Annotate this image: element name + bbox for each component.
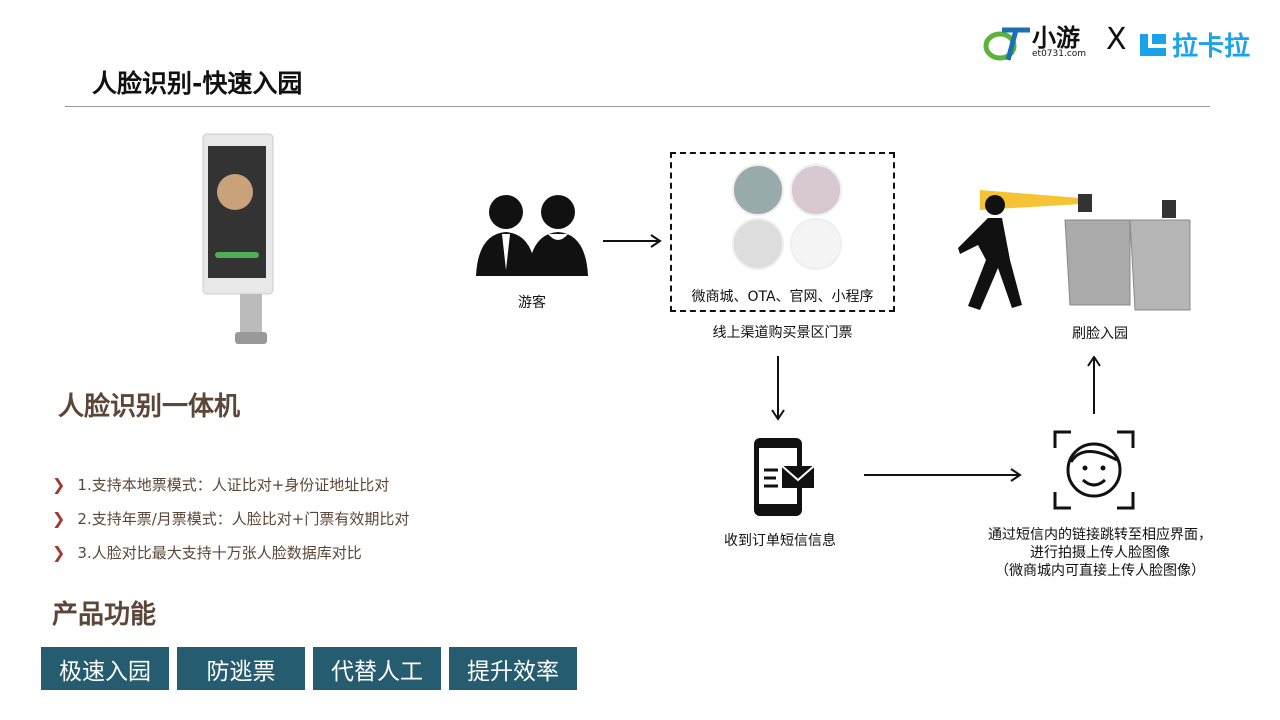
chevron-right-icon: ❯ xyxy=(52,475,66,494)
feature-text: 1.支持本地票模式：人证比对+身份证地址比对 xyxy=(77,476,390,494)
face-terminal-image xyxy=(202,133,274,344)
function-tag-efficiency: 提升效率 xyxy=(449,647,577,690)
chevron-right-icon: ❯ xyxy=(52,509,66,528)
face-upload-text: 通过短信内的链接跳转至相应界面， 进行拍摄上传人脸图像 （微商城内可直接上传人脸… xyxy=(960,526,1240,580)
chevron-right-icon: ❯ xyxy=(52,543,66,562)
arrow-up-icon xyxy=(1087,356,1101,414)
arrow-right-icon xyxy=(603,234,662,248)
device-title: 人脸识别一体机 xyxy=(58,392,241,422)
feature-text: 3.人脸对比最大支持十万张人脸数据库对比 xyxy=(77,544,362,562)
purchase-label: 线上渠道购买景区门票 xyxy=(712,325,853,341)
visitor-label: 游客 xyxy=(518,295,546,311)
face-gate-image xyxy=(958,190,1191,311)
lakala-logo: 拉卡拉 xyxy=(1138,26,1250,63)
face-upload-line: （微商城内可直接上传人脸图像） xyxy=(995,563,1205,579)
function-tag-replace-labor: 代替人工 xyxy=(313,647,441,690)
function-tag-anti-evasion: 防逃票 xyxy=(177,647,305,690)
channels-box: 微商城、OTA、官网、小程序 xyxy=(670,152,895,312)
et-logo-icon xyxy=(983,27,1030,61)
logo-url: et0731.com xyxy=(1032,48,1087,59)
sms-label: 收到订单短信信息 xyxy=(724,533,836,549)
phone-sms-icon xyxy=(754,438,815,516)
feature-item: ❯ 1.支持本地票模式：人证比对+身份证地址比对 xyxy=(52,474,389,495)
arrow-right-icon xyxy=(864,468,1022,482)
function-tag-fast-entry: 极速入园 xyxy=(41,647,169,690)
functions-title: 产品功能 xyxy=(52,600,157,630)
channels-label: 微商城、OTA、官网、小程序 xyxy=(691,289,874,305)
feature-item: ❯ 3.人脸对比最大支持十万张人脸数据库对比 xyxy=(52,542,362,563)
logo-text: 小游 xyxy=(1032,23,1080,52)
divider xyxy=(65,106,1210,107)
xiaoyou-logo: 小游 et0731.com xyxy=(982,22,1086,62)
face-upload-line: 进行拍摄上传人脸图像 xyxy=(1030,545,1170,561)
visitors-icon xyxy=(476,195,588,276)
arrow-down-icon xyxy=(771,356,785,421)
feature-item: ❯ 2.支持年票/月票模式：人脸比对+门票有效期比对 xyxy=(52,508,409,529)
page-title: 人脸识别-快速入园 xyxy=(92,69,303,98)
entry-label: 刷脸入园 xyxy=(1072,326,1128,342)
lakala-text: 拉卡拉 xyxy=(1172,32,1251,62)
feature-text: 2.支持年票/月票模式：人脸比对+门票有效期比对 xyxy=(77,510,410,528)
face-scan-icon xyxy=(1053,430,1135,510)
logo-x: X xyxy=(1106,22,1127,57)
lakala-icon xyxy=(1140,33,1166,56)
face-upload-line: 通过短信内的链接跳转至相应界面， xyxy=(988,527,1212,543)
